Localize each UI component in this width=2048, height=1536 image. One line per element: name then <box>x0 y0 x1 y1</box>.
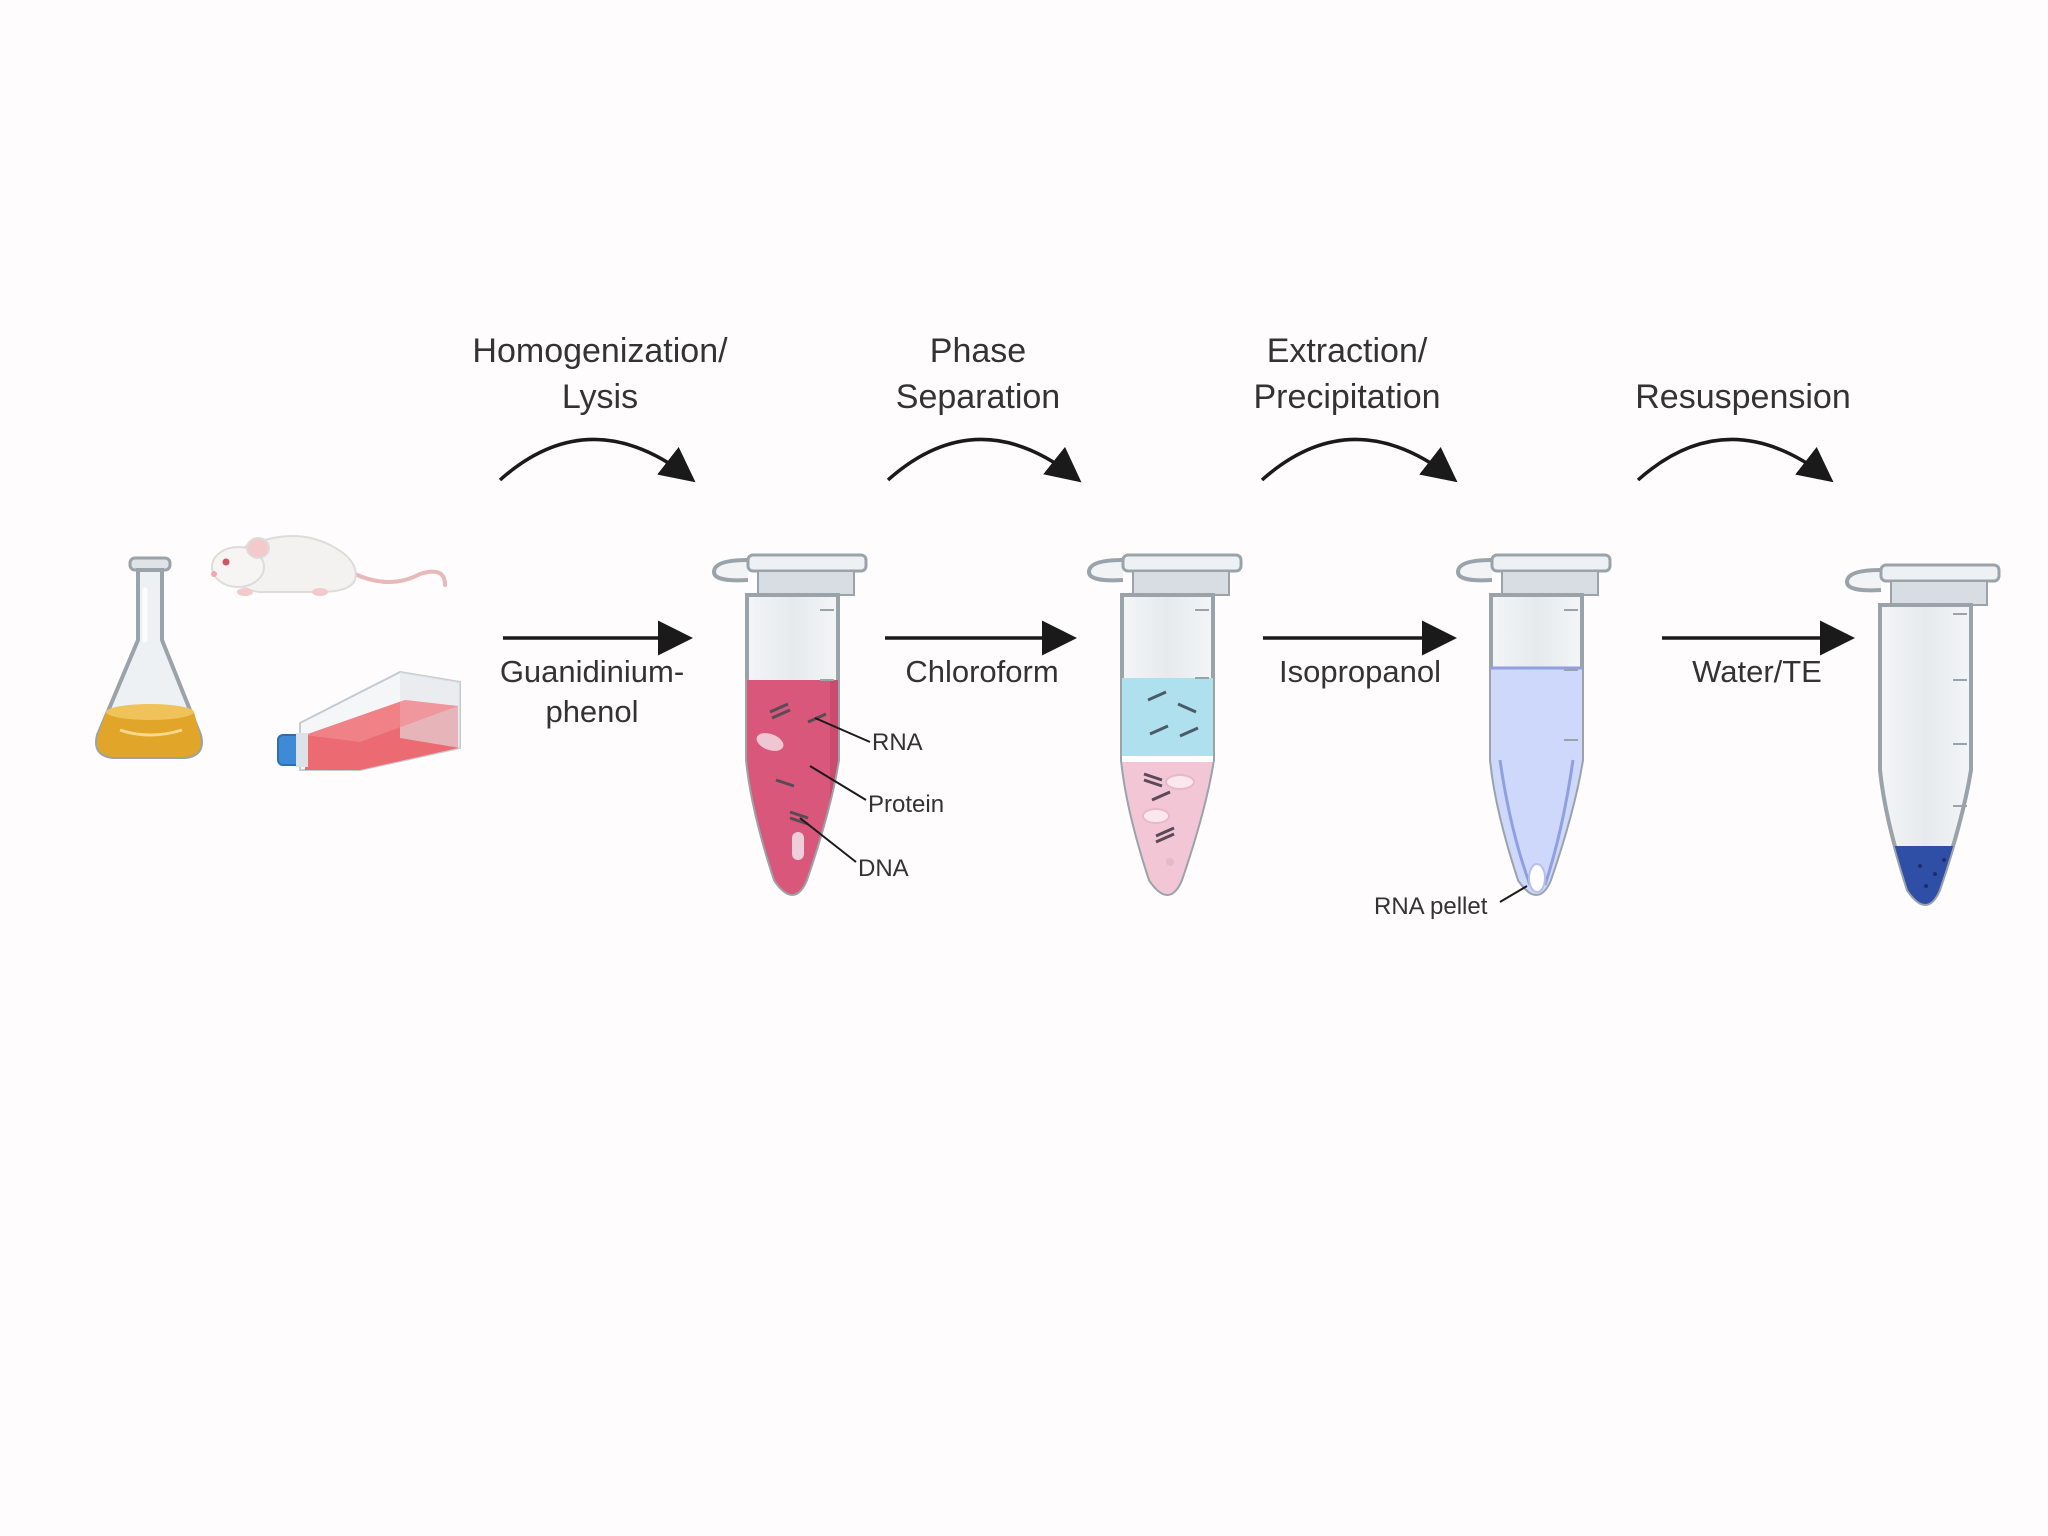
organic-phase-debris <box>1142 772 1195 866</box>
rna-pellet-callout-line <box>1499 885 1528 903</box>
step-4-reagent: Water/TE <box>1692 654 1822 689</box>
aqueous-phase-rna <box>1147 690 1199 738</box>
step-2-title: Phase Separation <box>896 332 1060 416</box>
lysate-contents <box>756 702 827 860</box>
step-1-reagent: Guanidinium- phenol <box>500 654 684 729</box>
dna-callout: DNA <box>858 855 909 882</box>
protein-callout: Protein <box>868 791 944 818</box>
svg-text:Extraction/: Extraction/ <box>1267 332 1428 370</box>
resuspended-rna-tube-icon <box>1844 563 2001 906</box>
svg-text:Phase: Phase <box>930 332 1026 370</box>
step-3-reagent: Isopropanol <box>1279 654 1441 689</box>
dna-callout-line <box>799 817 857 863</box>
curved-arrow-step-1 <box>498 437 696 483</box>
mouse-icon <box>211 535 447 596</box>
rna-callout-line <box>814 717 871 743</box>
flask-icon <box>95 556 203 759</box>
lysate-tube-icon <box>711 553 868 896</box>
svg-text:Homogenization/: Homogenization/ <box>472 332 728 370</box>
curved-arrow-step-3 <box>1260 437 1458 483</box>
protein-callout-line <box>809 765 867 801</box>
rna-pellet-callout: RNA pellet <box>1374 893 1488 920</box>
svg-text:Separation: Separation <box>896 378 1060 416</box>
rna-pellet-tube-icon <box>1455 553 1612 896</box>
rna-pellet-icon <box>1528 863 1546 893</box>
svg-text:phenol: phenol <box>545 694 638 729</box>
curved-arrow-step-2 <box>886 437 1082 483</box>
step-3-title: Extraction/ Precipitation <box>1253 332 1440 416</box>
svg-text:Guanidinium-: Guanidinium- <box>500 654 684 689</box>
cell-culture-flask-icon <box>277 670 461 771</box>
step-2-reagent: Chloroform <box>905 654 1058 689</box>
curved-arrow-step-4 <box>1636 437 1834 483</box>
svg-text:Precipitation: Precipitation <box>1253 378 1440 416</box>
step-1-title: Homogenization/ Lysis <box>472 332 728 416</box>
svg-text:Lysis: Lysis <box>562 378 638 416</box>
rna-callout: RNA <box>872 729 923 756</box>
svg-text:Resuspension: Resuspension <box>1635 378 1850 416</box>
phase-separated-tube-icon <box>1086 553 1243 896</box>
step-4-title: Resuspension <box>1635 378 1850 416</box>
